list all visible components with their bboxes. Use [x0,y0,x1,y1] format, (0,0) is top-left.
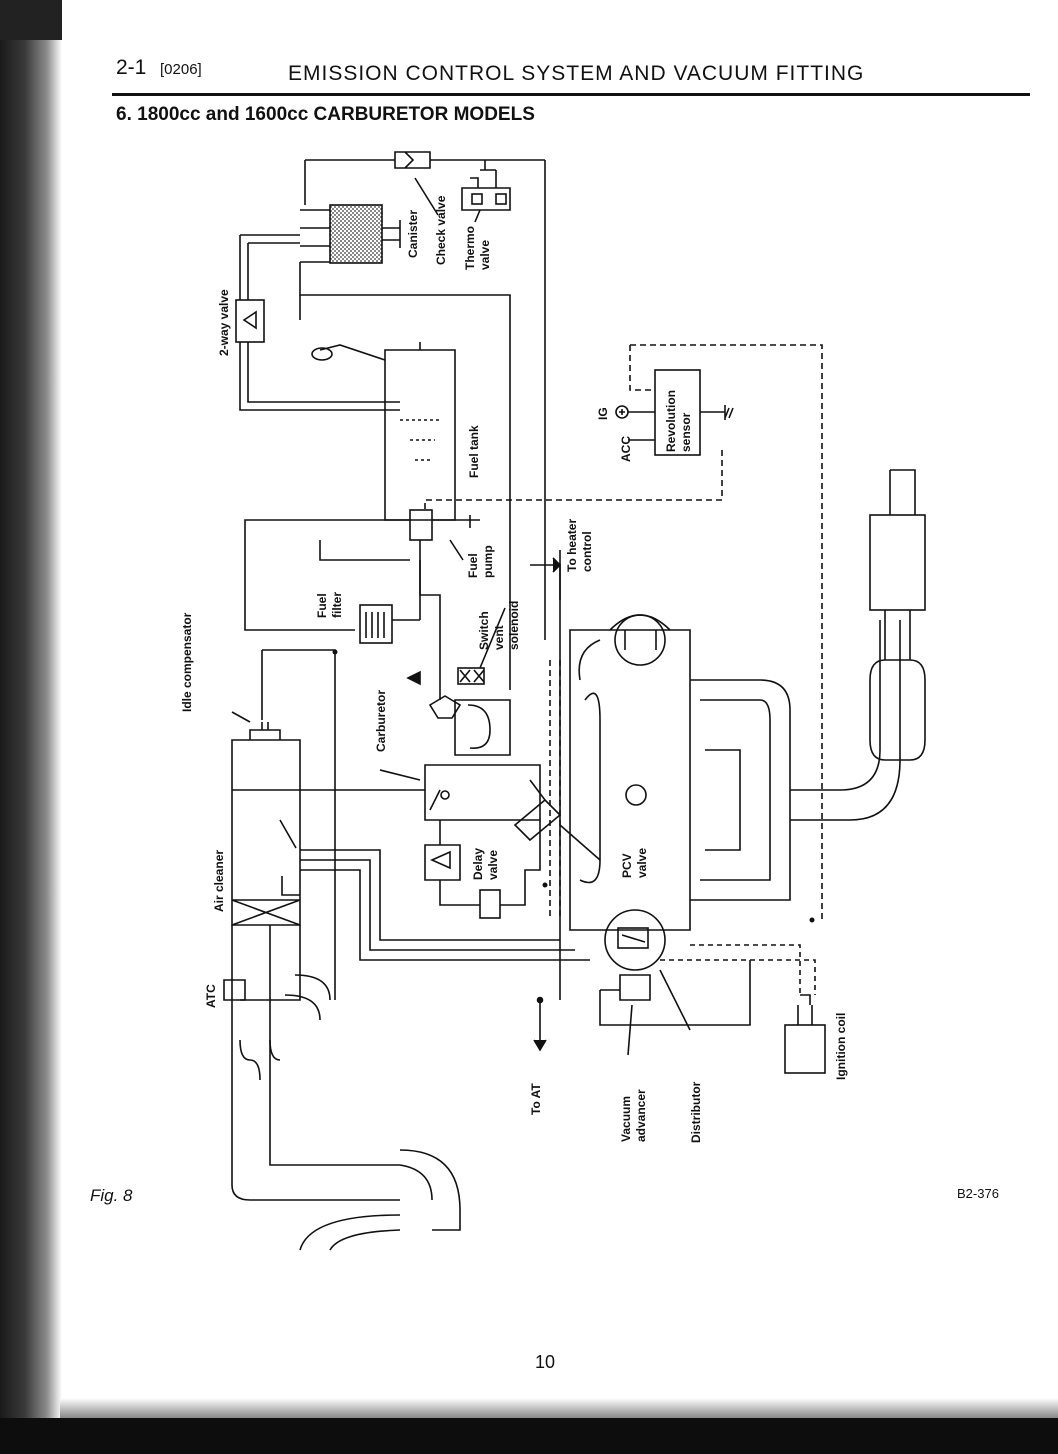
label-thermo-valve-1: Thermo [463,226,477,270]
bottom-edge [0,1418,1058,1454]
thermo-valve [461,169,511,211]
fuel-filter [359,604,393,644]
page-number: 10 [535,1352,556,1372]
label-check-valve: Check valve [434,195,448,265]
idle-compensator [249,722,281,740]
label-fuel-filter-1: Fuel [315,593,329,618]
label-to-heater-1: To heater [565,519,579,572]
label-revolution-sensor-2: sensor [679,412,693,452]
check-valve [394,151,431,169]
label-air-cleaner: Air cleaner [212,850,226,912]
label-fuel-pump-1: Fuel [466,553,480,578]
ignition-coil [784,1024,826,1074]
delay-valve [424,844,461,881]
figure-label: Fig. 8 [90,1186,133,1205]
muffler [869,514,926,611]
label-acc: ACC [619,436,633,462]
label-revolution-sensor-1: Revolution [664,390,678,452]
binding-corner [0,0,62,40]
fuel-pump [409,509,433,541]
label-thermo-valve-2: valve [478,240,492,270]
binding-shadow [0,0,62,1454]
label-vacuum-advancer-1: Vacuum [619,1096,633,1142]
vacuum-advancer [600,974,651,1001]
label-delay-valve-1: Delay [471,848,485,880]
page-title: EMISSION CONTROL SYSTEM AND VACUUM FITTI… [288,62,865,85]
fuel-tank [384,349,456,521]
label-delay-valve-2: valve [486,850,500,880]
label-fuel-filter-2: filter [330,592,344,618]
label-distributor: Distributor [689,1081,703,1143]
switch-vent-solenoid [457,667,485,685]
distributor [604,909,666,971]
section-subtitle: 6. 1800cc and 1600cc CARBURETOR MODELS [116,104,535,125]
label-two-way-valve: 2-way valve [217,289,231,356]
label-switch-vent-3: solenoid [507,601,521,650]
two-way-valve [235,299,265,343]
label-switch-vent-1: Switch [477,611,491,650]
label-fuel-tank: Fuel tank [467,425,481,478]
label-to-heater-2: control [580,531,594,572]
label-pcv-valve-1: PCV [620,853,634,878]
label-pcv-valve-2: valve [635,848,649,878]
section-code: [0206] [160,61,202,78]
header-rule [112,93,1030,96]
label-atc: ATC [204,984,218,1008]
label-to-at: To AT [529,1083,543,1115]
label-ig: IG [596,407,610,420]
air-cleaner [231,739,301,926]
label-vacuum-advancer-2: advancer [634,1089,648,1142]
label-canister: Canister [406,210,420,258]
label-idle-compensator: Idle compensator [180,612,194,712]
section-number: 2-1 [116,56,147,79]
figure-code: B2-376 [957,1186,999,1201]
canister [329,204,383,264]
atc [223,979,246,1001]
label-fuel-pump-2: pump [481,545,495,578]
label-carburetor: Carburetor [374,690,388,752]
label-ignition-coil: Ignition coil [834,1013,848,1080]
bottom-shadow [60,1398,1058,1418]
engine [569,629,691,931]
label-switch-vent-2: vent [492,625,506,650]
